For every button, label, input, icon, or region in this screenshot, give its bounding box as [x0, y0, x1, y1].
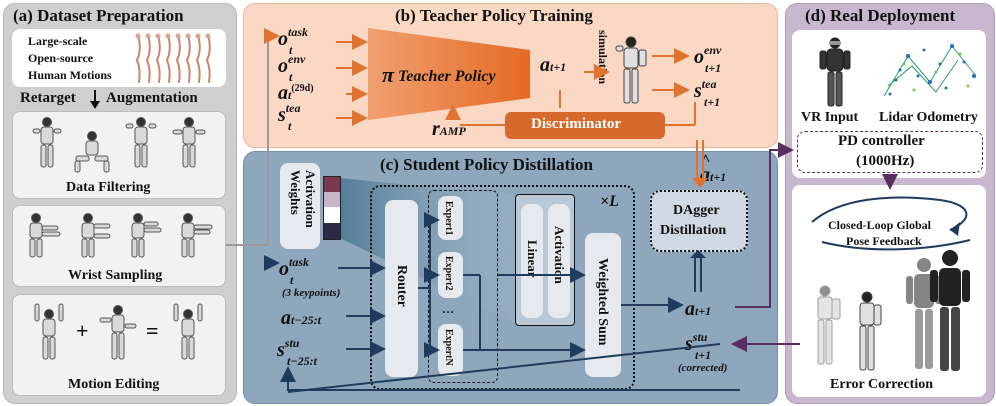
- humanoid-robot-icon: [850, 290, 884, 379]
- router-label: Router: [394, 265, 409, 307]
- expert-2-label: Expert2: [443, 256, 454, 291]
- activation-box: [548, 204, 570, 318]
- augmentation-label: Augmentation: [106, 90, 198, 106]
- panel-c-title: (c) Student Policy Distillation: [380, 155, 593, 174]
- plus-sign: +: [76, 318, 89, 343]
- closed-loop-label-2: Pose Feedback: [846, 234, 922, 248]
- data-line-3: Human Motions: [28, 68, 112, 82]
- closed-loop-label-1: Closed-Loop Global: [828, 218, 932, 232]
- pi-symbol: π: [382, 62, 395, 87]
- discriminator-label: Discriminator: [531, 116, 621, 132]
- humanoid-robot-icon: [124, 212, 166, 265]
- dagger-label-2: Distillation: [660, 223, 727, 238]
- expert-1-box: [438, 196, 463, 240]
- simulation-label: simulation: [596, 30, 610, 85]
- closed-loop-curve: [811, 196, 971, 251]
- dagger-box: [650, 190, 748, 252]
- humanoid-robot-icon: [98, 304, 138, 367]
- expert-n-label: ExpertN: [443, 329, 454, 366]
- expert-1-label: Expert1: [443, 201, 454, 236]
- humanoid-robot-icon: [30, 116, 64, 177]
- corrected-label: (corrected): [678, 362, 728, 374]
- humanoid-robot-icon: [72, 130, 112, 179]
- vr-input-label: VR Input: [801, 110, 859, 125]
- panel-a-title: (a) Dataset Preparation: [13, 6, 184, 25]
- weights-bar-seg: [324, 192, 340, 207]
- weights-bar-seg: [324, 223, 340, 239]
- humanoid-robot-icon: [614, 36, 648, 111]
- linear-box: [521, 204, 543, 318]
- retarget-label: Retarget: [20, 90, 76, 106]
- humanoid-robot-icon: [172, 116, 206, 177]
- student-action: at+1: [685, 298, 712, 320]
- weights-bar-seg: [324, 177, 340, 192]
- humanoid-robot-icon: [124, 116, 158, 177]
- lidar-label: Lidar Odometry: [879, 110, 978, 125]
- keypoints-label: (3 keypoints): [282, 287, 341, 299]
- activation-weights-box: [280, 163, 320, 249]
- expert-2-box: [438, 252, 463, 298]
- vr-human-icon: [818, 36, 852, 113]
- equals-sign: =: [146, 318, 159, 343]
- data-line-2: Open-source: [28, 51, 94, 65]
- humanoid-robot-icon: [168, 300, 208, 367]
- weighted-sum-label: Weighted Sum: [595, 258, 610, 346]
- activation-label: Activation: [552, 226, 567, 284]
- pd-controller-label: PD controller: [838, 133, 925, 149]
- humanoid-robot-icon: [806, 284, 844, 373]
- panel-d-title: (d) Real Deployment: [805, 6, 956, 25]
- student-input-a: at−25:t: [281, 307, 321, 329]
- motion-editing-label: Motion Editing: [68, 377, 160, 392]
- input-a: at(29d): [278, 82, 314, 104]
- teacher-policy-label: Teacher Policy: [398, 68, 496, 85]
- panel-b-title: (b) Teacher Policy Training: [395, 6, 593, 25]
- teacher-policy-block: [368, 28, 530, 120]
- wrist-sampling-label: Wrist Sampling: [68, 268, 163, 283]
- data-line-1: Large-scale: [28, 34, 88, 48]
- humanoid-robot-icon: [74, 212, 116, 265]
- pd-frequency-label: (1000Hz): [856, 153, 915, 169]
- times-l-label: ×L: [600, 193, 619, 210]
- retarget-arrow-icon: [90, 90, 100, 109]
- discriminator-box: [505, 112, 665, 139]
- linear-label: Linear: [525, 240, 540, 278]
- motion-strip-icon: [135, 33, 211, 83]
- reward-amp: rAMP: [432, 118, 466, 140]
- humanoid-robot-icon: [32, 300, 66, 367]
- teacher-action-target: ^at+1: [700, 152, 727, 186]
- lidar-point-cloud-icon: [878, 36, 980, 104]
- weights-bar-seg: [324, 207, 340, 223]
- vr-human-icon: [928, 248, 972, 379]
- expert-ellipsis: …: [442, 302, 454, 316]
- data-filtering-label: Data Filtering: [66, 180, 151, 195]
- humanoid-robot-icon: [174, 212, 216, 265]
- activation-weights-label: Activation Weights: [288, 170, 318, 228]
- weights-bar: [323, 176, 341, 240]
- humanoid-robot-icon: [22, 212, 64, 265]
- teacher-action: at+1: [540, 54, 567, 76]
- pd-controller-box: [797, 131, 983, 173]
- error-correction-label: Error Correction: [830, 377, 934, 392]
- dagger-label-1: DAgger: [673, 203, 720, 218]
